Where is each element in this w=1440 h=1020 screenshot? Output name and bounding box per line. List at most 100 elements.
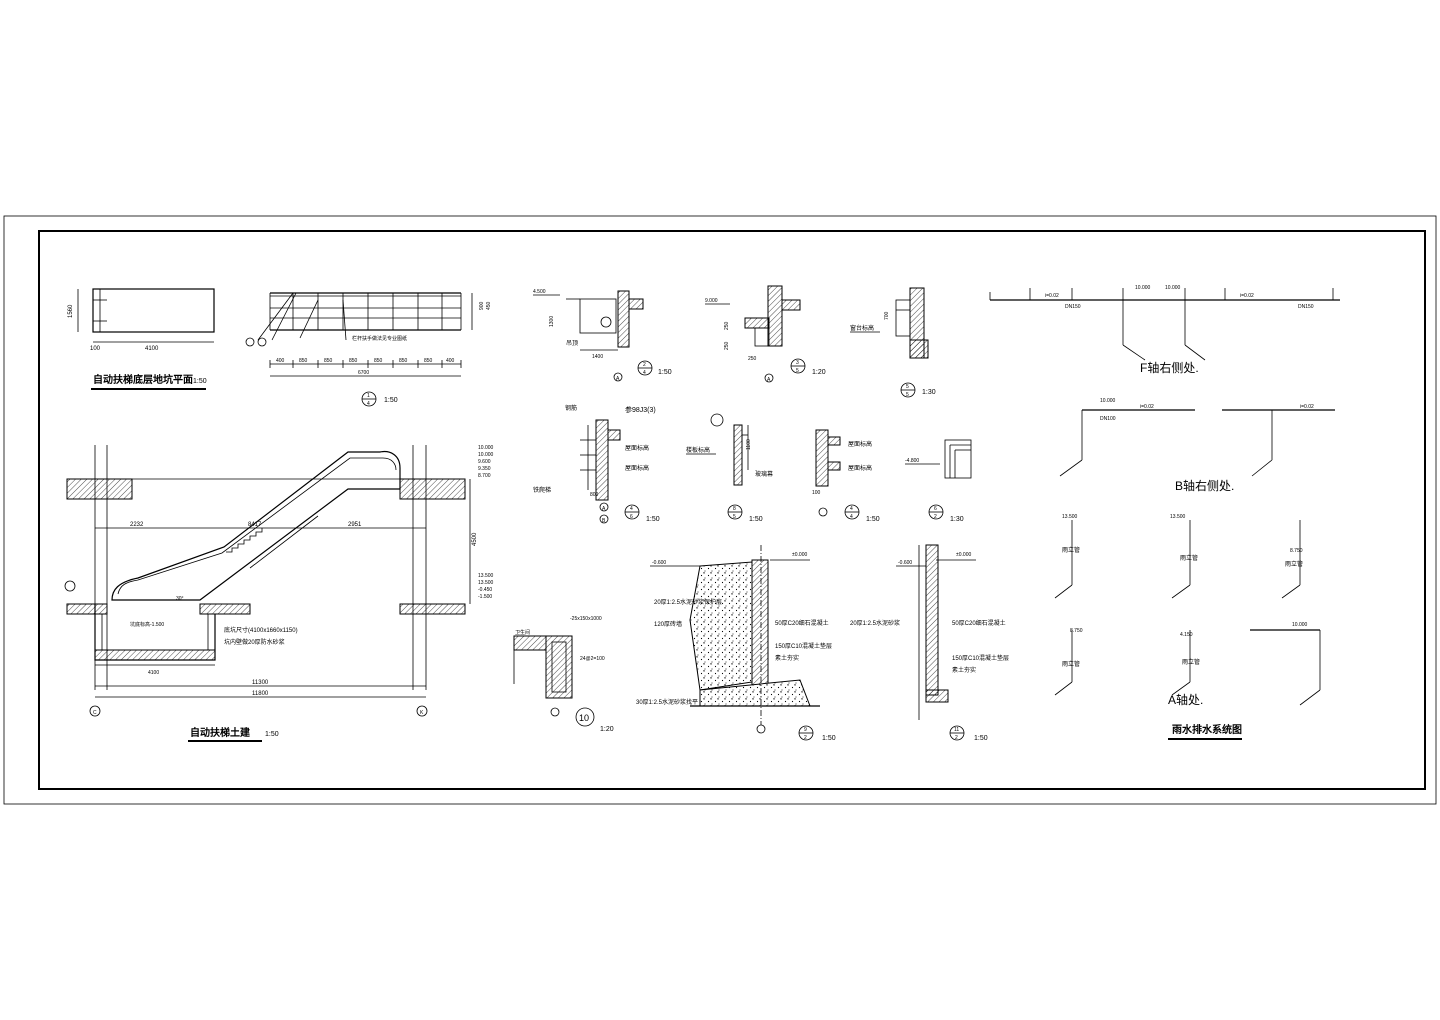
detail-ref-10 (575, 707, 595, 727)
railing-dim-3: 850 (349, 358, 358, 364)
svg-text:1300: 1300 (549, 316, 555, 327)
svg-text:1:50: 1:50 (658, 369, 672, 376)
detail-8-5: 1100 楼板标高 玻璃幕 8 5 1:50 (686, 413, 773, 523)
svg-text:4.150: 4.150 (1180, 632, 1193, 638)
railing-scale: 1:50 (384, 397, 398, 404)
svg-text:1:50: 1:50 (974, 735, 988, 742)
svg-text:5: 5 (733, 514, 736, 520)
svg-text:9: 9 (804, 727, 807, 733)
svg-text:9.000: 9.000 (705, 298, 718, 304)
svg-text:屋面标高: 屋面标高 (848, 464, 872, 472)
svg-text:11: 11 (954, 727, 959, 733)
rainwater-title: 雨水排水系统图 (1172, 723, 1242, 736)
svg-text:DN150: DN150 (1298, 304, 1314, 310)
svg-text:120厚砖墙: 120厚砖墙 (654, 620, 682, 628)
svg-text:1100: 1100 (746, 439, 752, 450)
svg-text:雨立管: 雨立管 (1180, 554, 1198, 562)
svg-text:钢筋: 钢筋 (565, 404, 577, 412)
svg-text:1:20: 1:20 (812, 369, 826, 376)
svg-text:20厚1:2.5水泥砂浆保护层: 20厚1:2.5水泥砂浆保护层 (654, 598, 722, 606)
svg-text:±0.000: ±0.000 (956, 552, 971, 558)
svg-text:-25x150x1000: -25x150x1000 (570, 616, 602, 622)
railing-dim-6: 850 (424, 358, 433, 364)
svg-text:10.000: 10.000 (1292, 622, 1308, 628)
svg-text:5: 5 (796, 368, 799, 374)
svg-text:素土夯实: 素土夯实 (952, 666, 976, 674)
svg-text:i=0.02: i=0.02 (1240, 293, 1254, 299)
svg-text:i=0.02: i=0.02 (1045, 293, 1059, 299)
svg-text:1:30: 1:30 (922, 389, 936, 396)
svg-text:250: 250 (748, 356, 757, 362)
svg-text:8: 8 (733, 506, 736, 512)
svg-text:底坑尺寸(4100x1660x1150): 底坑尺寸(4100x1660x1150) (224, 626, 298, 634)
escalator-section: 2232 8417 2951 4100 11300 11800 C K 4500… (64, 445, 494, 742)
svg-text:11300: 11300 (252, 680, 269, 686)
svg-text:窗台标高: 窗台标高 (850, 324, 874, 332)
svg-text:250: 250 (724, 341, 730, 350)
svg-text:DN100: DN100 (1100, 416, 1116, 422)
svg-text:-0.600: -0.600 (898, 560, 912, 566)
svg-text:8.750: 8.750 (1070, 628, 1083, 634)
svg-text:8.750: 8.750 (1290, 548, 1303, 554)
svg-text:i=0.02: i=0.02 (1300, 404, 1314, 410)
svg-text:10.000: 10.000 (1100, 398, 1116, 404)
detail-3-5: 9.000 250 250 250 A 3 5 1:20 (705, 285, 826, 383)
svg-text:1:50: 1:50 (646, 516, 660, 523)
svg-text:楼板标高: 楼板标高 (686, 446, 710, 454)
svg-text:1:30: 1:30 (950, 516, 964, 523)
svg-text:700: 700 (884, 311, 890, 320)
rainwater-system: i=0.02 i=0.02 DN150 DN150 10.000 10.000 … (989, 285, 1340, 740)
svg-text:雨立管: 雨立管 (1182, 658, 1200, 666)
svg-text:雨立管: 雨立管 (1285, 560, 1303, 568)
railing-dim-1: 850 (299, 358, 308, 364)
detail-5-5: 700 窗台标高 5 5 1:30 (850, 287, 936, 398)
svg-text:K: K (420, 710, 424, 716)
svg-text:1:50: 1:50 (866, 516, 880, 523)
svg-text:屋面标高: 屋面标高 (848, 440, 872, 448)
pit-left-dim: 100 (90, 346, 101, 352)
svg-text:1400: 1400 (592, 354, 603, 360)
svg-text:250: 250 (724, 321, 730, 330)
railing-dim-7: 400 (446, 358, 455, 364)
svg-text:13.500: 13.500 (1062, 514, 1078, 520)
outer-frame (3, 215, 1437, 805)
svg-text:素土夯实: 素土夯实 (775, 654, 799, 662)
svg-text:铁爬梯: 铁爬梯 (533, 486, 551, 494)
svg-text:玻璃幕: 玻璃幕 (755, 470, 773, 478)
svg-text:A: A (616, 376, 620, 382)
svg-text:8.700: 8.700 (478, 473, 491, 479)
svg-text:DN150: DN150 (1065, 304, 1081, 310)
svg-text:参98J3(3): 参98J3(3) (625, 405, 656, 414)
railing-note: 栏杆扶手做法见专业图纸 (352, 335, 407, 342)
railing-dim-2: 850 (324, 358, 333, 364)
railing-total: 6700 (358, 370, 369, 376)
svg-text:坑内壁做20厚防水砂浆: 坑内壁做20厚防水砂浆 (224, 638, 285, 646)
svg-text:1:50: 1:50 (749, 516, 763, 523)
svg-text:3: 3 (796, 360, 799, 366)
svg-text:2: 2 (934, 514, 937, 520)
detail-10: -25x150x1000 24@2=100 卫生间 10 1:20 (513, 616, 614, 733)
svg-text:屋面标高: 屋面标高 (625, 464, 649, 472)
svg-text:4: 4 (850, 506, 853, 512)
svg-text:2: 2 (643, 362, 646, 368)
svg-text:2: 2 (955, 735, 958, 741)
svg-text:2951: 2951 (348, 522, 362, 528)
svg-text:10.000: 10.000 (1135, 285, 1151, 291)
detail-6-2: -4.800 6 2 1:30 (905, 439, 972, 523)
pit-plan-title: 自动扶梯底层地坑平面 (93, 373, 193, 386)
svg-text:8417: 8417 (248, 522, 262, 528)
svg-text:4: 4 (367, 401, 370, 407)
b-axis-label: B轴右侧处. (1175, 478, 1234, 493)
svg-text:10.000: 10.000 (1165, 285, 1181, 291)
inner-frame (38, 230, 1426, 790)
svg-text:2232: 2232 (130, 522, 144, 528)
railing-dim-4: 850 (374, 358, 383, 364)
svg-text:13.500: 13.500 (478, 573, 494, 579)
svg-text:150厚C10混凝土垫层: 150厚C10混凝土垫层 (775, 642, 832, 650)
railing-h1: 900 (479, 301, 485, 310)
svg-text:6: 6 (630, 514, 633, 520)
pit-height-dim: 1560 (68, 304, 74, 318)
svg-text:13.500: 13.500 (478, 580, 494, 586)
svg-text:雨立管: 雨立管 (1062, 546, 1080, 554)
